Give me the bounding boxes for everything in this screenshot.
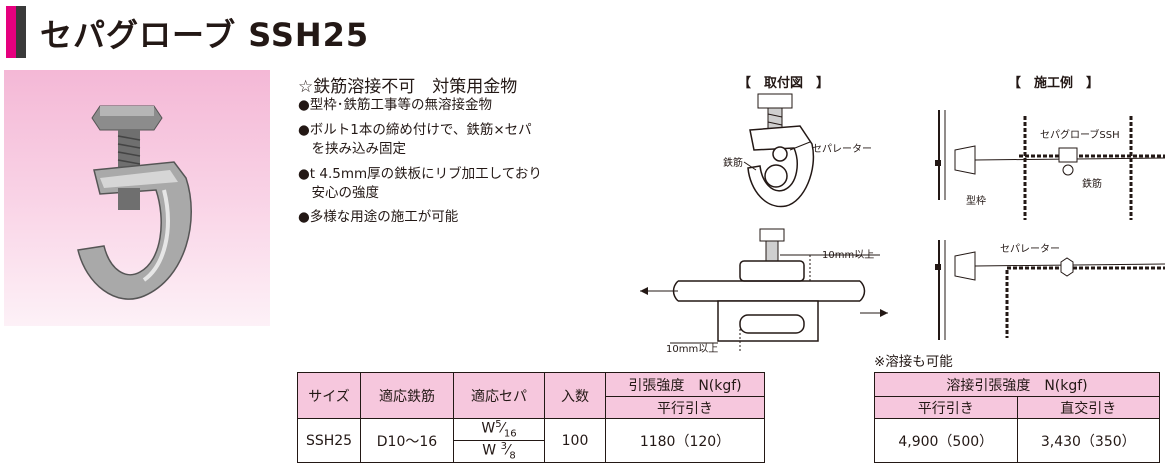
- label-dim-bottom: 10mm以上: [666, 344, 719, 355]
- product-image: [77, 105, 192, 300]
- install-diagram-top: [743, 93, 815, 208]
- label-product: セパグローブSSH: [1040, 130, 1120, 141]
- headline: ☆鉄筋溶接不可 対策用金物: [298, 77, 518, 97]
- install-diagram-bottom: [640, 228, 888, 351]
- feature-item: ●t 4.5mm厚の鉄板にリブ加工しており: [298, 166, 542, 182]
- cell-rebar: D10～16: [360, 418, 454, 463]
- header-rebar: 適応鉄筋: [360, 372, 454, 419]
- feature-item: 安心の強度: [298, 185, 379, 201]
- cell-sepa-1: W5⁄16: [453, 418, 545, 441]
- feature-item: ●ボルト1本の締め付けで、鉄筋×セパ: [298, 122, 532, 138]
- weld-subheader-orthogonal: 直交引き: [1016, 396, 1160, 419]
- weld-table: 溶接引張強度 N(kgf) 平行引き 直交引き 4,900（500） 3,430…: [874, 372, 1160, 463]
- title-accent-shadow: [16, 6, 26, 58]
- weld-subheader-parallel: 平行引き: [874, 396, 1018, 419]
- weld-note: ※溶接も可能: [874, 354, 953, 370]
- feature-item: ●多様な用途の施工が可能: [298, 209, 459, 225]
- spec-table: サイズ 適応鉄筋 適応セパ 入数 引張強度 N(kgf) 平行引き SSH25 …: [297, 372, 765, 463]
- label-rebar-example: 鉄筋: [1082, 179, 1102, 190]
- feature-item: を挟み込み固定: [298, 141, 406, 157]
- cell-sepa-2: W 3⁄8: [453, 440, 545, 463]
- label-separator: セパレーター: [812, 144, 872, 155]
- cell-qty: 100: [544, 418, 606, 463]
- weld-value-orthogonal: 3,430（350）: [1016, 418, 1160, 463]
- product-photo: [4, 70, 270, 326]
- weld-value-parallel: 4,900（500）: [874, 418, 1018, 463]
- page-title: セパグローブ SSH25: [40, 16, 370, 54]
- title-accent-bar: [6, 6, 16, 58]
- weld-header: 溶接引張強度 N(kgf): [874, 372, 1160, 397]
- header-qty: 入数: [544, 372, 606, 419]
- feature-item: ●型枠･鉄筋工事等の無溶接金物: [298, 97, 493, 113]
- example-diagram: [935, 110, 1166, 340]
- label-separator-example: セパレーター: [1000, 244, 1060, 255]
- install-diagram-title: 【 取付図 】: [738, 76, 830, 91]
- example-diagram-title: 【 施工例 】: [1008, 76, 1100, 91]
- label-dim-top: 10mm以上: [822, 250, 875, 261]
- header-strength: 引張強度 N(kgf): [605, 372, 765, 397]
- header-size: サイズ: [297, 372, 361, 419]
- label-form: 型枠: [966, 196, 986, 207]
- cell-size: SSH25: [297, 418, 361, 463]
- subheader-parallel: 平行引き: [605, 396, 765, 419]
- header-sepa: 適応セパ: [453, 372, 545, 419]
- cell-strength: 1180（120）: [605, 418, 765, 463]
- label-rebar: 鉄筋: [723, 158, 743, 169]
